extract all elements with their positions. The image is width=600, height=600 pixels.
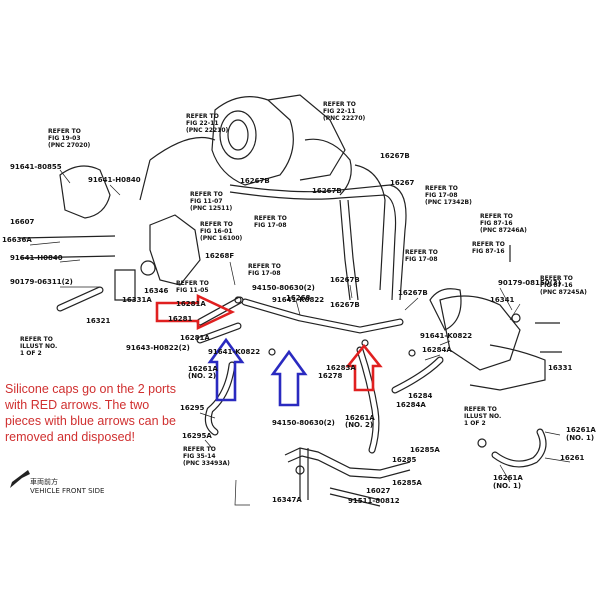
part-label: 16261A bbox=[188, 365, 218, 373]
part-label: 16268F bbox=[205, 252, 234, 260]
blue-arrow-piece-1 bbox=[207, 337, 245, 402]
part-label: 16261A bbox=[345, 414, 375, 422]
note-line-3: pieces with blue arrows can be bbox=[5, 414, 176, 428]
blue-arrows bbox=[207, 337, 308, 407]
part-label: (NO. 2) bbox=[188, 372, 216, 380]
part-label: 91641-80855 bbox=[10, 163, 62, 171]
part-label: 16285 bbox=[392, 456, 416, 464]
part-label: 16267B bbox=[330, 276, 360, 284]
note-line-1: Silicone caps go on the 2 ports bbox=[5, 382, 176, 396]
part-label: 90179-06311(2) bbox=[10, 278, 73, 286]
part-label: (NO. 1) bbox=[566, 434, 594, 442]
part-label: 16261 bbox=[560, 454, 584, 462]
part-label: 91641-K0822 bbox=[208, 348, 260, 356]
leader-lines bbox=[29, 169, 571, 506]
part-label: 91641-K0822 bbox=[420, 332, 472, 340]
part-label: 91641-K0822 bbox=[272, 296, 324, 304]
part-label: 16607 bbox=[10, 218, 34, 226]
part-label: 16636A bbox=[2, 236, 32, 244]
part-label: 16281 bbox=[168, 315, 192, 323]
red-arrow-port-2 bbox=[345, 343, 383, 392]
part-labels: 16267B 16267B 16267B 16267 91641-80855 9… bbox=[2, 152, 596, 505]
part-label: 91641-H0840 bbox=[10, 254, 63, 262]
red-arrow-port-1 bbox=[155, 293, 236, 331]
part-label: 16321 bbox=[86, 317, 110, 325]
part-label: 16267B bbox=[398, 289, 428, 297]
part-label: 16268 bbox=[286, 294, 310, 302]
part-label: 16027 bbox=[366, 487, 390, 495]
part-label: 16261A bbox=[566, 426, 596, 434]
part-label: 16347A bbox=[272, 496, 302, 504]
part-label: 16267B bbox=[330, 301, 360, 309]
red-arrows bbox=[155, 293, 383, 392]
part-label: 16341 bbox=[490, 296, 514, 304]
blue-arrow-piece-2 bbox=[270, 349, 308, 407]
engine-line-art bbox=[19, 94, 562, 507]
part-label: 90179-08150(3) bbox=[498, 279, 561, 287]
part-label: 91641-H0840 bbox=[88, 176, 141, 184]
part-label: 16295 bbox=[180, 404, 204, 412]
note-line-4: removed and disposed! bbox=[5, 430, 135, 444]
part-label: 16278 bbox=[318, 372, 342, 380]
part-label: 16281A bbox=[176, 300, 206, 308]
part-label: 16284 bbox=[408, 392, 432, 400]
part-label: 16281A bbox=[180, 334, 210, 342]
vehicle-front-native: 車両前方 bbox=[30, 478, 58, 486]
note-line-2: with RED arrows. The two bbox=[5, 398, 150, 412]
instruction-note: Silicone caps go on the 2 ports with RED… bbox=[5, 381, 210, 445]
vehicle-front-arrow-icon bbox=[10, 470, 30, 488]
part-label: 16331A bbox=[122, 296, 152, 304]
part-label: 16285A bbox=[410, 446, 440, 454]
part-label: 16284A bbox=[422, 346, 452, 354]
part-label: 16285A bbox=[392, 479, 422, 487]
part-label: 16267 bbox=[390, 179, 414, 187]
part-label: (NO. 2) bbox=[345, 421, 373, 429]
vehicle-front-english: VEHICLE FRONT SIDE bbox=[30, 487, 105, 495]
part-label: 16261A bbox=[493, 474, 523, 482]
vehicle-front-label: 車両前方 VEHICLE FRONT SIDE bbox=[12, 477, 104, 495]
part-label: 16267B bbox=[380, 152, 410, 160]
part-label: (NO. 1) bbox=[493, 482, 521, 490]
part-label: 16346 bbox=[144, 287, 168, 295]
part-label: 16267B bbox=[240, 177, 270, 185]
part-label: 16284A bbox=[396, 401, 426, 409]
part-label: 94150-80630(2) bbox=[252, 284, 315, 292]
part-label: 16331 bbox=[548, 364, 572, 372]
part-label: 94150-80630(2) bbox=[272, 419, 335, 427]
part-label: 91511-80812 bbox=[348, 497, 400, 505]
part-label: 16283A bbox=[326, 364, 356, 372]
part-label: 91643-H0822(2) bbox=[126, 344, 190, 352]
part-label: 16295A bbox=[182, 432, 212, 440]
part-label: 16267B bbox=[312, 187, 342, 195]
